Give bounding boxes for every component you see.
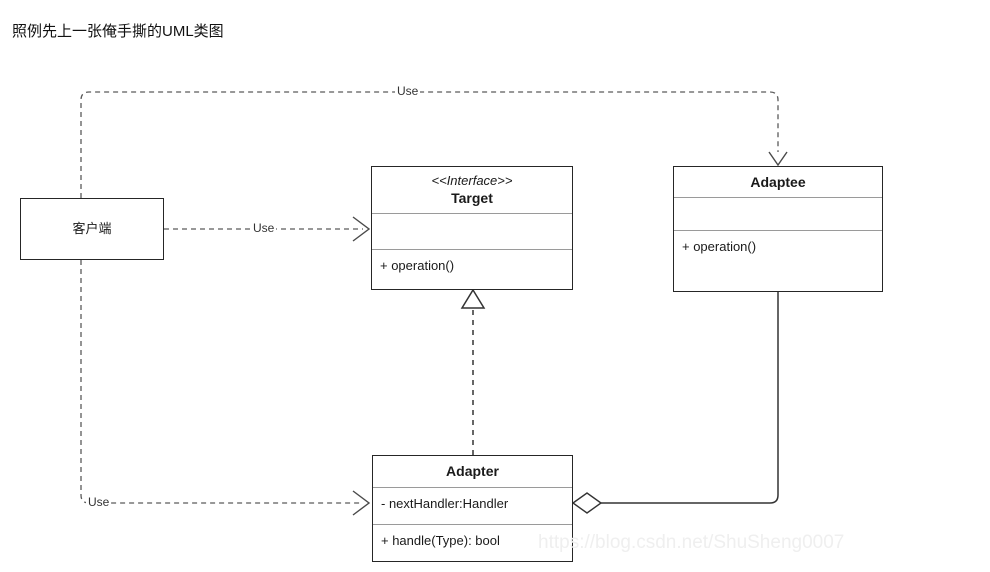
page-title: 照例先上一张俺手撕的UML类图 bbox=[12, 23, 224, 40]
uml-class-adapter-operation-0: + handle(Type): bool bbox=[381, 533, 500, 548]
uml-class-adapter-name: Adapter bbox=[446, 463, 499, 479]
aggregation-adapter-adaptee-line bbox=[601, 292, 779, 504]
realization-adapter-target-triangle bbox=[460, 288, 486, 309]
dependency-client-adaptee-line bbox=[80, 91, 779, 198]
uml-class-adapter-header: Adapter bbox=[373, 456, 572, 487]
uml-class-adaptee-divider-1 bbox=[674, 197, 882, 198]
uml-class-adapter-divider-1 bbox=[373, 487, 572, 488]
aggregation-adapter-adaptee-diamond bbox=[571, 492, 603, 514]
dependency-client-adaptee-arrowhead bbox=[768, 151, 788, 167]
uml-class-adaptee-operation-0: + operation() bbox=[682, 239, 757, 254]
uml-class-adaptee-divider-2 bbox=[674, 230, 882, 231]
uml-class-target-header: <<Interface>> Target bbox=[372, 167, 572, 213]
edge-label-use-top: Use bbox=[395, 84, 421, 99]
dependency-client-target-arrowhead bbox=[352, 216, 371, 242]
uml-class-adapter-divider-2 bbox=[373, 524, 572, 525]
edge-label-use-middle: Use bbox=[251, 221, 277, 236]
dependency-client-adapter-line bbox=[80, 260, 363, 504]
uml-class-target[interactable]: <<Interface>> Target + operation() bbox=[371, 166, 573, 290]
uml-class-adapter-attribute-0: - nextHandler:Handler bbox=[381, 496, 509, 511]
uml-class-target-operation-0: + operation() bbox=[380, 258, 455, 273]
uml-class-adaptee-header: Adaptee bbox=[674, 167, 882, 197]
watermark: https://blog.csdn.net/ShuSheng0007 bbox=[538, 532, 845, 553]
uml-class-target-attributes bbox=[372, 214, 572, 249]
uml-class-adaptee[interactable]: Adaptee + operation() bbox=[673, 166, 883, 292]
dependency-client-adapter-arrowhead bbox=[352, 490, 371, 516]
edge-label-use-bottom: Use bbox=[86, 495, 112, 510]
uml-class-adaptee-attributes bbox=[674, 198, 882, 230]
uml-class-target-stereotype: <<Interface>> bbox=[431, 173, 513, 188]
uml-class-adapter[interactable]: Adapter - nextHandler:Handler + handle(T… bbox=[372, 455, 573, 562]
uml-class-client[interactable]: 客户端 bbox=[20, 198, 164, 260]
uml-class-target-divider-2 bbox=[372, 249, 572, 250]
uml-class-client-name: 客户端 bbox=[72, 221, 112, 236]
uml-class-adaptee-name: Adaptee bbox=[750, 173, 806, 190]
uml-class-target-divider-1 bbox=[372, 213, 572, 214]
uml-class-target-name: Target bbox=[451, 190, 493, 206]
